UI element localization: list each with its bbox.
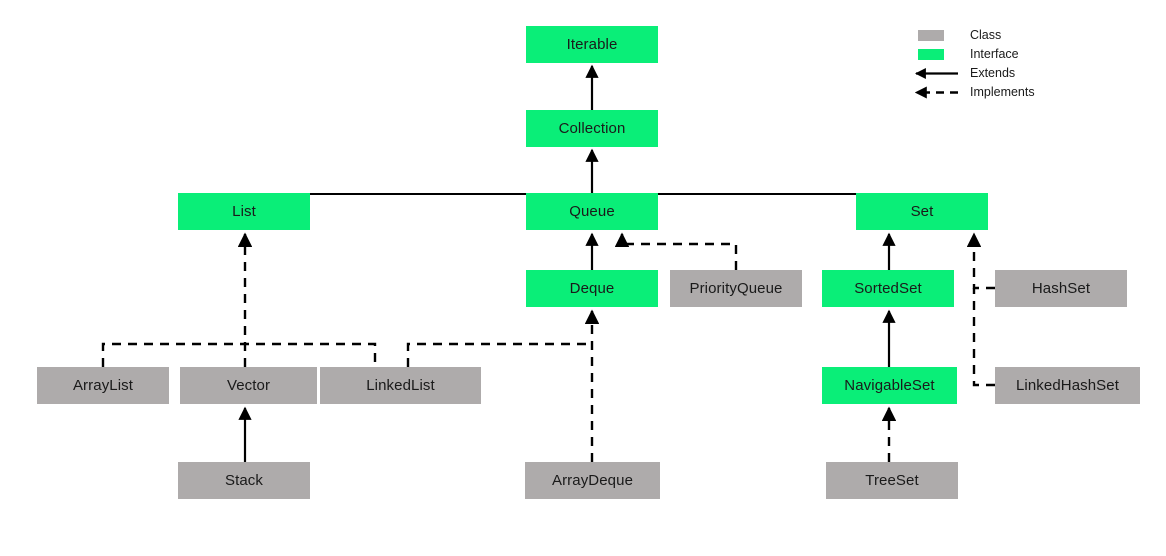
node-treeset[interactable]: TreeSet <box>826 462 958 499</box>
interface-swatch-icon <box>918 49 944 60</box>
node-label: LinkedHashSet <box>1015 377 1120 394</box>
node-label: ArrayDeque <box>551 472 634 489</box>
node-label: Set <box>910 203 934 220</box>
legend-item-class: Class <box>908 26 1128 45</box>
node-label: Vector <box>226 377 271 394</box>
legend: Class Interface Extends <box>908 26 1128 102</box>
node-label: ArrayList <box>72 377 134 394</box>
node-label: Iterable <box>566 36 618 53</box>
node-deque[interactable]: Deque <box>526 270 658 307</box>
legend-key-extends <box>908 64 962 83</box>
node-collection[interactable]: Collection <box>526 110 658 147</box>
node-label: List <box>232 203 256 220</box>
node-iterable[interactable]: Iterable <box>526 26 658 63</box>
edge-linkedhashset-implements-set <box>972 288 995 387</box>
node-linkedhashset[interactable]: LinkedHashSet <box>995 367 1140 404</box>
node-label: Stack <box>224 472 263 489</box>
class-swatch-icon <box>918 30 944 41</box>
legend-item-extends: Extends <box>908 64 1128 83</box>
edge-hashset-implements-set <box>966 232 995 290</box>
extends-arrow-icon <box>914 68 958 79</box>
node-queue[interactable]: Queue <box>526 193 658 230</box>
legend-label: Extends <box>970 66 1016 81</box>
node-vector[interactable]: Vector <box>180 367 317 404</box>
edge-priorityqueue-implements-queue <box>614 232 738 270</box>
legend-label: Interface <box>970 47 1019 62</box>
node-label: TreeSet <box>865 472 919 489</box>
node-label: Deque <box>569 280 615 297</box>
node-label: NavigableSet <box>844 377 935 394</box>
node-priorityqueue[interactable]: PriorityQueue <box>670 270 802 307</box>
node-hashset[interactable]: HashSet <box>995 270 1127 307</box>
legend-label: Class <box>970 28 1002 43</box>
node-arraylist[interactable]: ArrayList <box>37 367 169 404</box>
legend-key-class <box>908 26 962 45</box>
legend-item-implements: Implements <box>908 83 1128 102</box>
legend-item-interface: Interface <box>908 45 1128 64</box>
node-set[interactable]: Set <box>856 193 988 230</box>
legend-label: Implements <box>970 85 1035 100</box>
node-sortedset[interactable]: SortedSet <box>822 270 954 307</box>
node-label: HashSet <box>1031 280 1091 297</box>
legend-key-interface <box>908 45 962 64</box>
edge-list-implementors-bus <box>101 342 377 367</box>
node-label: Queue <box>569 203 615 220</box>
node-navigableset[interactable]: NavigableSet <box>822 367 957 404</box>
node-stack[interactable]: Stack <box>178 462 310 499</box>
node-arraydeque[interactable]: ArrayDeque <box>525 462 660 499</box>
implements-arrow-icon <box>914 86 958 99</box>
node-label: PriorityQueue <box>689 280 783 297</box>
node-list[interactable]: List <box>178 193 310 230</box>
node-linkedlist[interactable]: LinkedList <box>320 367 481 404</box>
node-label: Collection <box>558 120 626 137</box>
edge-linkedlist-implements-deque <box>406 342 592 367</box>
node-label: LinkedList <box>366 377 435 394</box>
node-label: SortedSet <box>854 280 922 297</box>
legend-key-implements <box>908 83 962 102</box>
